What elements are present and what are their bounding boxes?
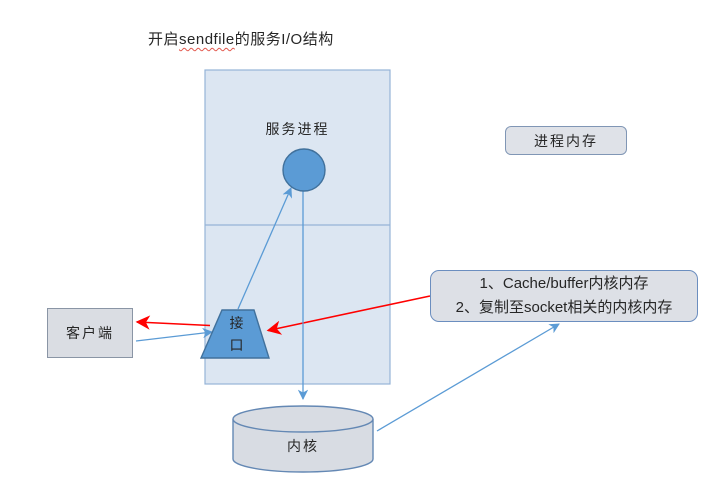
arrow-kernel-to-kernel-memory: [376, 323, 560, 432]
kernel-cylinder-top: [232, 405, 374, 433]
arrow-interface-to-process-circle: [237, 187, 293, 310]
arrow-client-to-interface: [135, 327, 214, 342]
service-process-label: 服务进程: [265, 121, 330, 137]
kernel-memory-box: 1、Cache/buffer内核内存 2、复制至socket相关的内核内存: [430, 270, 698, 322]
kernel-memory-line1: 1、Cache/buffer内核内存: [479, 275, 649, 292]
process-memory-label: 进程内存: [534, 132, 598, 149]
kernel-memory-line2: 2、复制至socket相关的内核内存: [455, 299, 673, 316]
title-sendfile-misspelled: sendfile: [179, 31, 235, 48]
interface-trapezoid: [199, 309, 270, 359]
arrow-interface-to-client: [135, 315, 211, 330]
client-label: 客户端: [66, 325, 114, 341]
arrow-kernel-memory-to-interface: [266, 295, 431, 335]
process-memory-box: 进程内存: [505, 126, 627, 155]
title-suffix: 的服务I/O结构: [234, 31, 334, 48]
diagram-title: 开启sendfile的服务I/O结构: [148, 28, 334, 49]
interface-label: 接 口: [229, 315, 245, 353]
title-prefix: 开启: [148, 31, 180, 48]
client-box: 客户端: [47, 308, 133, 358]
process-circle: [282, 148, 326, 192]
kernel-cylinder-body: [232, 419, 374, 473]
kernel-label: 内核: [287, 438, 319, 454]
